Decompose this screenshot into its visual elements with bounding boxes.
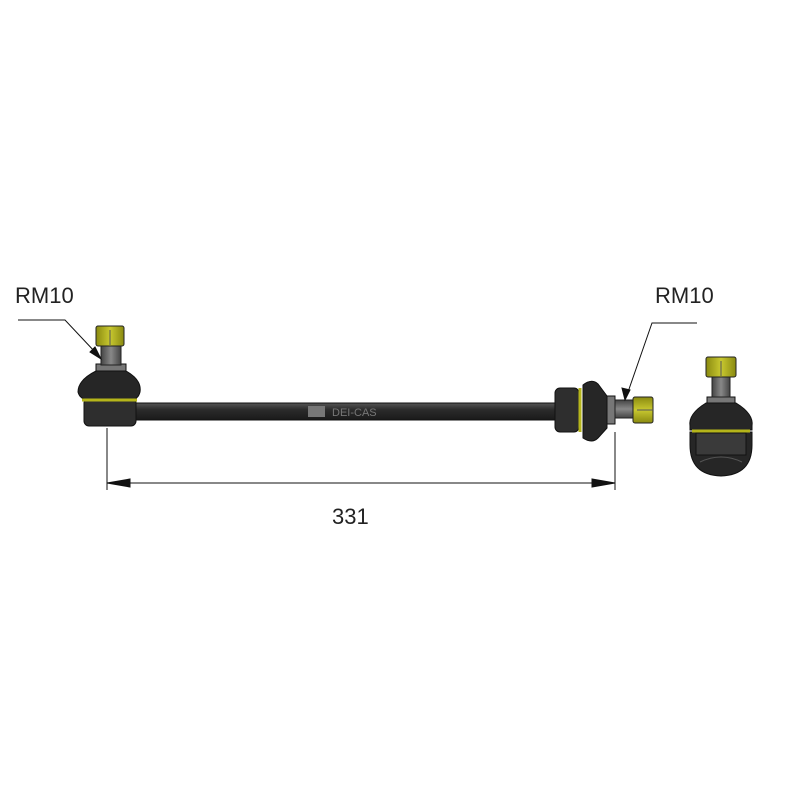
left-thread-label: RM10 bbox=[15, 283, 74, 308]
side-view-ball-joint bbox=[689, 356, 753, 477]
svg-text:DEI-CAS: DEI-CAS bbox=[332, 407, 377, 419]
logo: DEI-CAS bbox=[308, 406, 377, 419]
right-ball-joint bbox=[554, 380, 654, 442]
length-dimension-label: 331 bbox=[332, 504, 369, 529]
right-thread-leader bbox=[621, 322, 697, 402]
length-dimension bbox=[106, 428, 616, 490]
right-thread-label: RM10 bbox=[655, 283, 714, 308]
left-ball-joint bbox=[77, 325, 141, 427]
left-thread-leader bbox=[18, 319, 103, 361]
